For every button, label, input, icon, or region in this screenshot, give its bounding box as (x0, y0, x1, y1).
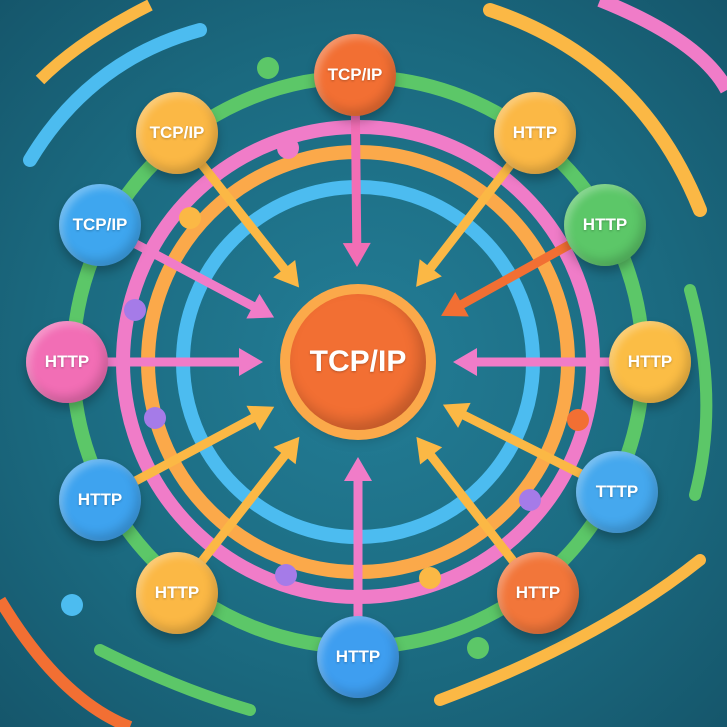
arrow-head (344, 457, 372, 481)
arrow-head (416, 259, 442, 287)
protocol-node: HTTP (136, 552, 218, 634)
arrow-head (441, 292, 469, 317)
arrow-shaft (197, 159, 298, 285)
arrow-head (246, 405, 275, 431)
decorative-arc (684, 284, 713, 501)
arrow-shaft (350, 110, 362, 262)
decorative-dot (567, 409, 589, 431)
protocol-node: HTTP (609, 321, 691, 403)
protocol-node: HTTP (26, 321, 108, 403)
decorative-dot (419, 567, 441, 589)
arrow-shaft (447, 404, 586, 479)
decorative-arc (23, 23, 207, 167)
protocol-node: HTTP (497, 552, 579, 634)
decorative-dot (275, 564, 297, 586)
decorative-arc (434, 554, 706, 706)
arrow-head (442, 402, 471, 428)
arrow-head (453, 348, 477, 376)
protocol-node: HTTP (494, 92, 576, 174)
arrow-head (416, 436, 443, 465)
decorative-dot (519, 489, 541, 511)
decorative-arc (35, 0, 153, 85)
decorative-dot (144, 407, 166, 429)
decorative-dot (277, 137, 299, 159)
decorative-arc (483, 3, 707, 217)
decorative-arc (94, 644, 256, 716)
protocol-node: TCP/IP (59, 184, 141, 266)
arrow-shaft (445, 239, 575, 316)
protocol-node: TTTP (576, 451, 658, 533)
decorative-dot (467, 637, 489, 659)
protocol-node: TCP/IP (136, 92, 218, 174)
arrow-head (239, 348, 263, 376)
decorative-arc (0, 596, 133, 727)
decorative-arc (597, 0, 727, 94)
arrow-shaft (130, 407, 270, 486)
arrow-head (273, 259, 300, 288)
arrow-shaft (417, 160, 516, 284)
arrow-shaft (418, 440, 518, 566)
arrow-head (342, 242, 371, 268)
arrow-head (273, 436, 300, 465)
protocol-node: HTTP (564, 184, 646, 266)
decorative-dot (257, 57, 279, 79)
protocol-node: HTTP (317, 616, 399, 698)
protocol-node: HTTP (59, 459, 141, 541)
protocol-node: TCP/IP (314, 34, 396, 116)
center-node-tcp-ip: TCP/IP (290, 294, 426, 430)
arrow-shaft (197, 440, 298, 567)
decorative-dot (61, 594, 83, 616)
arrow-shaft (130, 239, 270, 318)
decorative-dot (179, 207, 201, 229)
decorative-dot (124, 299, 146, 321)
arrow-head (246, 293, 275, 319)
